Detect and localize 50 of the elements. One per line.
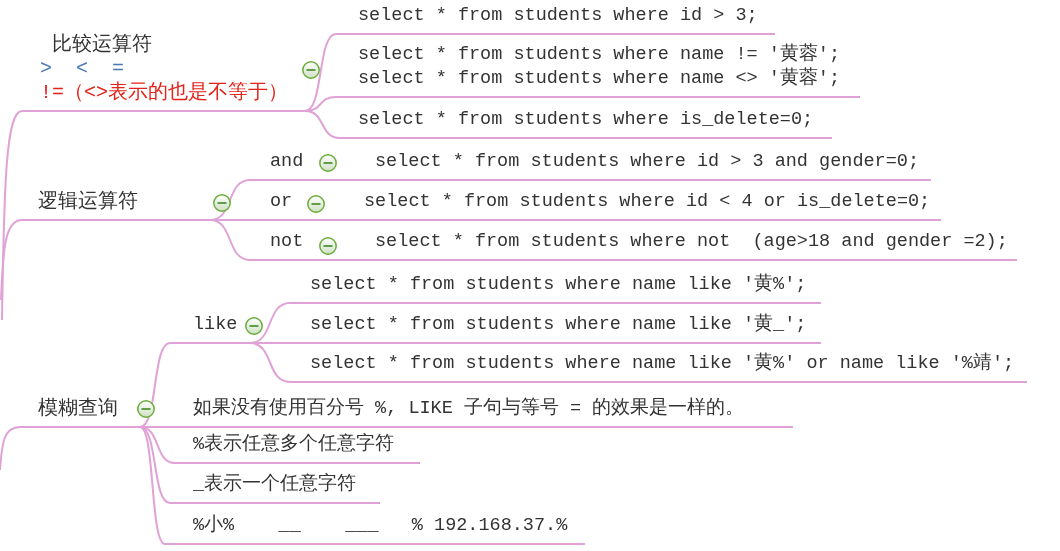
topic-text: 模糊查询 xyxy=(38,397,118,421)
branch-line xyxy=(344,179,356,181)
branch-line xyxy=(0,219,23,301)
branch-topic xyxy=(336,43,860,98)
branch-line xyxy=(1,110,23,321)
topic-text: select * from students where name <> '黄蓉'; xyxy=(358,67,841,91)
topic-text: %小% __ ___ % 192.168.37.% xyxy=(193,514,568,538)
topic-text: 如果没有使用百分号 %, LIKE 子句与等号 = 的效果是一样的。 xyxy=(193,397,745,421)
topic-text: !=（<>表示的也是不等于） xyxy=(40,81,288,105)
topic-text: %表示任意多个任意字符 xyxy=(193,433,395,457)
branch-line xyxy=(209,219,251,261)
branch-line xyxy=(329,219,341,221)
branch-line xyxy=(304,110,341,139)
topic-text: _表示一个任意字符 xyxy=(193,473,357,497)
topic-text: like xyxy=(193,313,238,337)
branch-topic xyxy=(336,4,775,35)
branch-topic xyxy=(355,150,931,181)
branch-topic xyxy=(155,397,793,428)
topic-text: select * from students where name like '黄_'; xyxy=(310,313,807,337)
branch-line xyxy=(344,259,356,261)
topic-text: 逻辑运算符 xyxy=(38,190,138,214)
branch-line xyxy=(249,342,291,383)
topic-text: select * from students where name != '黄蓉'; xyxy=(358,43,841,67)
branch-topic xyxy=(355,230,1017,261)
branch-topic xyxy=(340,190,941,221)
branch-topic xyxy=(165,514,585,545)
branch-line xyxy=(304,33,337,112)
branch-topic xyxy=(290,273,821,304)
topic-text: > < = xyxy=(40,57,124,81)
branch-line xyxy=(139,342,171,428)
topic-text: 比较运算符 xyxy=(52,33,152,57)
branch-topic xyxy=(170,473,380,504)
branch-topic xyxy=(22,190,210,221)
branch-topic xyxy=(22,33,305,112)
branch-topic xyxy=(340,108,832,139)
topic-text: select * from students where id < 4 or is_delete=0; xyxy=(364,190,931,214)
topic-text: select * from students where not (age>18 and gender =2); xyxy=(375,230,1008,254)
topic-text: select * from students where is_delete=0; xyxy=(358,108,814,132)
branch-topic xyxy=(175,433,420,464)
topic-text: select * from students where name like '黄%' or name like '%靖'; xyxy=(310,352,1015,376)
topic-text: not xyxy=(270,230,304,254)
topic-text: and xyxy=(270,150,304,174)
topic-text: select * from students where name like '黄%'; xyxy=(310,273,807,297)
topic-text: select * from students where id > 3; xyxy=(358,4,758,28)
branch-line xyxy=(139,426,166,545)
branch-topic xyxy=(292,313,821,344)
topic-text: or xyxy=(270,190,293,214)
branch-line xyxy=(0,426,21,471)
topic-text: select * from students where id > 3 and gender=0; xyxy=(375,150,919,174)
branch-topic xyxy=(290,352,1027,383)
